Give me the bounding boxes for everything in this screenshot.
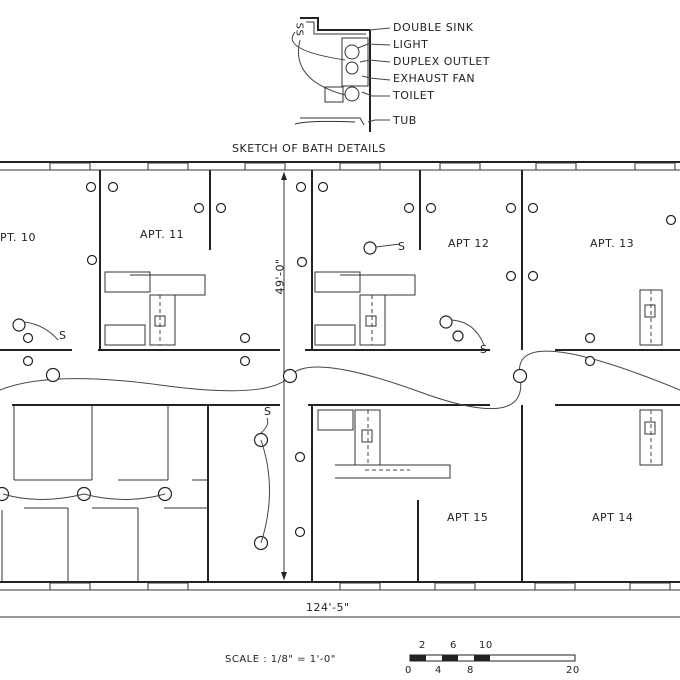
- switch-label: S: [59, 329, 67, 342]
- apt-10-label: PT. 10: [0, 231, 37, 244]
- duplex-outlet-icon: [193, 202, 227, 214]
- outlet-icon: [294, 526, 306, 538]
- scale-tick-4: 4: [435, 665, 442, 676]
- circuit-wire: [375, 243, 401, 248]
- light-icon: [344, 44, 360, 60]
- duplex-outlet-icon: [505, 202, 539, 214]
- outlet-icon: [584, 355, 596, 367]
- switch-label: S: [264, 405, 272, 418]
- duplex-outlet-icon: [295, 181, 329, 193]
- corridor-walls: [0, 349, 680, 410]
- outlet-icon: [584, 332, 596, 344]
- apt-14-label: APT 14: [592, 511, 634, 524]
- legend-tub: TUB: [393, 114, 417, 127]
- scale-tick-8: 8: [467, 665, 474, 676]
- circuit-wire: [260, 417, 269, 434]
- circuit-wire: [24, 321, 59, 341]
- switch-label: S: [398, 240, 406, 253]
- outlet-icon: [239, 332, 251, 344]
- exhaust-fan-icon: [344, 86, 360, 102]
- height-dimension: 49'-0": [273, 258, 287, 295]
- scale-bar: [409, 654, 576, 662]
- bath-detail-sketch: [291, 17, 391, 132]
- ceiling-light-icon: [512, 368, 528, 384]
- ceiling-light-icon: [45, 367, 61, 383]
- outlet-icon: [22, 332, 34, 344]
- switch-label: S: [480, 343, 488, 356]
- outlet-icon: [296, 256, 308, 268]
- duplex-outlet-icon: [403, 202, 437, 214]
- outlet-icon: [86, 254, 98, 266]
- circuit-wire: [2, 493, 166, 500]
- legend-title: SKETCH OF BATH DETAILS: [232, 142, 387, 155]
- light-icon: [363, 241, 377, 255]
- outlet-icon: [294, 451, 306, 463]
- circuit-wire: [451, 319, 485, 346]
- scale-tick-0: 0: [405, 665, 412, 676]
- top-exterior-wall: [0, 161, 680, 171]
- scale-tick-6: 6: [450, 640, 457, 651]
- apt-11-label: APT. 11: [140, 228, 185, 241]
- duplex-outlet-icon: [85, 181, 119, 193]
- legend-switch-label: SS: [293, 22, 305, 37]
- circuit-wire: [260, 439, 270, 544]
- outlet-icon: [665, 214, 677, 226]
- apt-12-label: APT 12: [448, 237, 490, 250]
- outlet-icon: [345, 61, 359, 75]
- legend-double-sink: DOUBLE SINK: [393, 21, 474, 34]
- duplex-outlet-icon: [505, 270, 539, 282]
- ceiling-light-icon: [282, 368, 298, 384]
- legend-exhaust-fan: EXHAUST FAN: [393, 72, 476, 85]
- electrical-fixtures: [0, 181, 677, 551]
- bath-cores: [104, 271, 663, 479]
- scale-tick-2: 2: [419, 640, 426, 651]
- bottom-exterior-wall: [0, 581, 680, 591]
- apt-13-label: APT. 13: [590, 237, 635, 250]
- light-icon: [12, 318, 26, 332]
- apt-15-label: APT 15: [447, 511, 489, 524]
- light-icon: [439, 315, 453, 329]
- outlet-icon: [22, 355, 34, 367]
- scale-tick-20: 20: [566, 665, 580, 676]
- legend-light: LIGHT: [393, 38, 429, 51]
- width-dimension: 124'-5": [306, 601, 350, 614]
- scale-tick-10: 10: [479, 640, 493, 651]
- outlet-icon: [239, 355, 251, 367]
- legend-duplex-outlet: DUPLEX OUTLET: [393, 55, 490, 68]
- scale-label: SCALE : 1/8" = 1'-0": [225, 654, 336, 665]
- legend-toilet: TOILET: [393, 89, 435, 102]
- partition-walls: [1, 170, 523, 582]
- light-icon: [452, 330, 464, 342]
